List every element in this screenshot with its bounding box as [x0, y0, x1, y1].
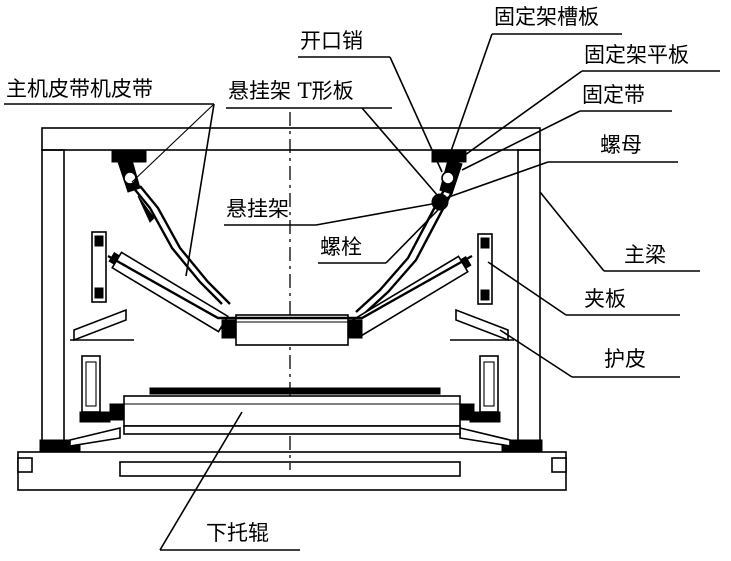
main-frame — [17, 127, 567, 491]
leader-flat-plate — [457, 70, 583, 161]
leader-nut — [445, 161, 549, 199]
base-right-notch — [551, 457, 567, 473]
leader-slot-plate — [449, 33, 493, 155]
right-hanger-chain — [355, 189, 454, 315]
top-beam — [41, 127, 541, 151]
label-bolt: 螺栓 — [320, 235, 362, 259]
label-t-plate: 悬挂架 T形板 — [228, 79, 354, 103]
label-fix-band: 固定带 — [582, 83, 645, 107]
label-main-belt: 主机皮带机皮带 — [6, 77, 153, 101]
label-lower-roller: 下托辊 — [206, 521, 269, 545]
leader-guard-skin — [499, 329, 573, 378]
lower-roller — [109, 387, 475, 435]
right-wall — [517, 149, 541, 451]
bolt-nut-assembly — [431, 193, 449, 211]
label-flat-plate: 固定架平板 — [584, 43, 689, 67]
center-idler — [221, 314, 363, 346]
right-side-bracket-upper — [450, 233, 514, 342]
left-wall — [41, 149, 65, 451]
base-left-notch — [17, 457, 33, 473]
leader-main-belt — [185, 103, 215, 277]
label-hanger: 悬挂架 — [226, 197, 289, 221]
leader-hanger — [315, 203, 433, 226]
right-lower-hanger — [459, 355, 511, 447]
left-hanger-fixture — [111, 149, 147, 193]
label-clamp-plate: 夹板 — [584, 287, 626, 311]
leader-bolt — [385, 209, 439, 264]
leader-lower-roller — [159, 411, 243, 551]
left-side-bracket-upper — [70, 231, 134, 342]
label-guard-skin: 护皮 — [604, 347, 646, 371]
right-hanger-fixture — [431, 149, 467, 195]
label-main-beam: 主梁 — [624, 243, 666, 267]
leader-t-plate — [361, 107, 439, 197]
right-foot — [501, 439, 543, 453]
left-hanger-chain — [131, 185, 231, 305]
conveyor-belt — [107, 254, 473, 320]
leader-fix-band — [461, 110, 581, 171]
label-slot-plate: 固定架槽板 — [494, 5, 599, 29]
label-open-pin: 开口销 — [300, 29, 363, 53]
leader-clamp-plate — [487, 261, 567, 316]
leader-main-beam — [539, 191, 605, 272]
leader-open-pin — [389, 56, 443, 173]
left-lower-hanger — [69, 355, 121, 447]
label-nut: 螺母 — [600, 133, 642, 157]
